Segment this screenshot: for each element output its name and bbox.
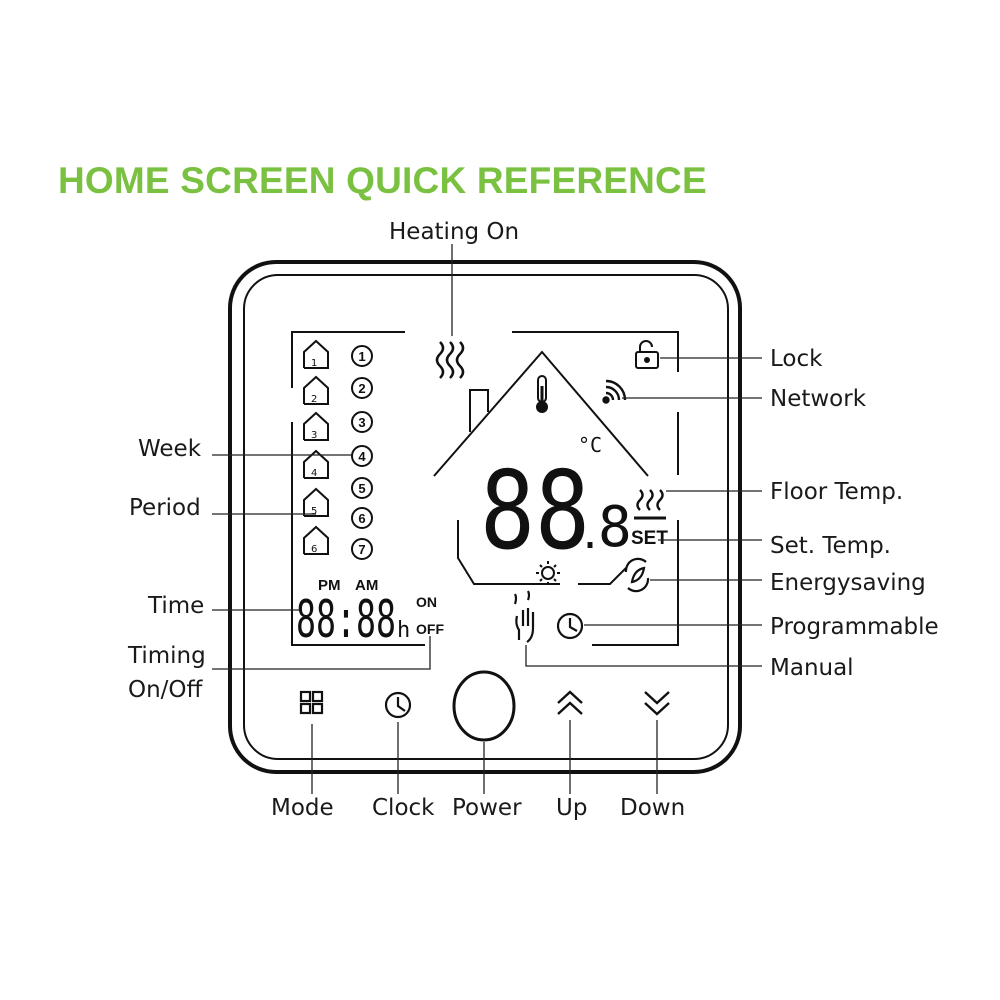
label-clock: Clock [372,795,435,821]
time-digits: 88:88 [296,590,396,650]
day-circle-3 [351,411,373,433]
celsius-unit: °C [578,433,602,457]
set-indicator: SET [631,528,668,549]
house-day-icon-4: 4 [303,449,329,479]
label-up: Up [556,795,587,821]
day-circle-2 [351,377,373,399]
label-manual: Manual [770,655,854,681]
day-circle-1 [351,345,373,367]
svg-text:5: 5 [311,506,317,517]
label-mode: Mode [271,795,334,821]
label-timing-line2: On/Off [128,677,204,703]
house-day-icon-1: 1 [303,339,329,369]
day-number-3: 3 [358,415,365,430]
day-circle-6 [351,507,373,529]
mode-button[interactable] [299,690,324,715]
temperature-dot: . [578,512,602,558]
label-lock: Lock [770,346,823,372]
device-outer-frame [228,260,742,774]
up-button[interactable] [557,690,583,715]
timing-leader [212,636,431,670]
label-energysaving: Energysaving [770,570,926,596]
am-indicator: AM [355,577,378,594]
diagram-title: HOME SCREEN QUICK REFERENCE [58,160,707,201]
day-number-1: 1 [358,349,365,364]
day-circle-5 [351,477,373,499]
manual-hand-icon [513,590,535,643]
device-inner-frame [243,274,729,760]
manual-leader [525,645,762,667]
programmable-clock-icon [556,612,584,640]
day-circle-4 [351,445,373,467]
day-number-6: 6 [358,511,365,526]
leader-lines [212,244,762,794]
floor-heat-icon [634,489,666,520]
timing-on-indicator: ON [416,594,437,610]
day-circle-7 [351,538,373,560]
label-down: Down [620,795,685,821]
label-floor-temp: Floor Temp. [770,479,903,505]
timing-off-indicator: OFF [416,621,444,637]
label-set-temp: Set. Temp. [770,533,891,559]
energysaving-icon [624,557,650,593]
house-day-icon-2: 2 [303,375,329,405]
thermometer-icon [536,375,548,413]
svg-text:6: 6 [311,544,317,555]
house-outline [433,350,649,585]
label-programmable: Programmable [770,614,939,640]
network-icon [602,379,627,404]
temperature-digits: 88 [480,449,590,574]
label-timing-line1: Timing [127,643,206,669]
week-day-list: 1 2 3 4 5 6 1 2 3 4 5 6 7 [303,339,373,560]
house-day-icon-6: 6 [303,525,329,555]
day-number-7: 7 [358,542,365,557]
sun-icon [536,561,560,585]
day-number-5: 5 [358,481,365,496]
label-network: Network [770,386,867,412]
down-button[interactable] [644,691,670,716]
heating-waves-icon [435,341,465,379]
svg-text:1: 1 [311,358,317,369]
power-button[interactable] [452,670,516,742]
label-week: Week [138,436,202,462]
label-period: Period [129,495,201,521]
label-time: Time [147,593,204,619]
label-power: Power [452,795,522,821]
house-day-icon-3: 3 [303,411,329,441]
clock-button[interactable] [384,691,412,719]
svg-text:3: 3 [311,430,317,441]
svg-text:2: 2 [311,394,317,405]
label-heating-on: Heating On [389,219,519,245]
hour-unit: h [397,618,410,643]
svg-text:4: 4 [311,468,317,479]
day-number-4: 4 [358,449,366,464]
day-number-2: 2 [358,381,365,396]
lcd-outline [291,331,679,646]
temperature-decimal: 8 [598,495,632,560]
pm-indicator: PM [318,577,341,594]
house-day-icon-5: 5 [303,487,329,517]
lock-icon [635,340,659,369]
